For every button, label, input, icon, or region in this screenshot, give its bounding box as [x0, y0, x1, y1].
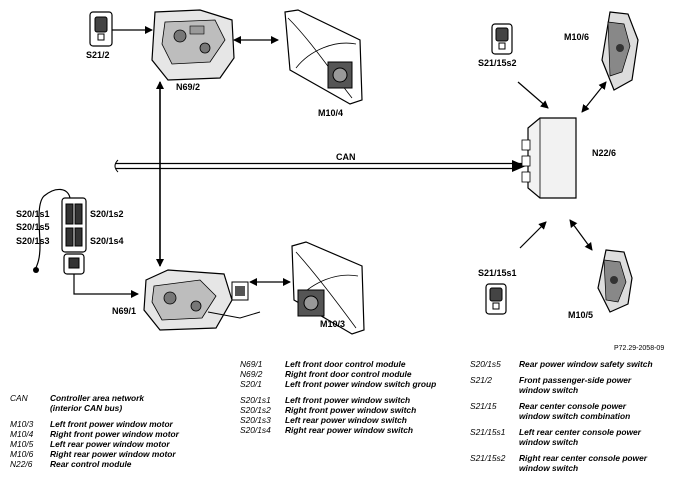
label-s20-1s3: S20/1s3	[16, 236, 50, 246]
legend-item: S21/15s1 Left rear center console power …	[470, 427, 675, 447]
m10-3-motor	[291, 241, 365, 335]
legend-column-2: N69/1 Left front door control module N69…	[240, 359, 465, 435]
legend-desc: Rear center console power window switch …	[519, 401, 631, 421]
legend-item: S21/15s2 Right rear center console power…	[470, 453, 675, 473]
s21-15s2-switch	[491, 23, 549, 109]
label-n69-2: N69/2	[176, 82, 200, 92]
n69-1-module	[143, 269, 291, 331]
s21-2-switch	[89, 11, 153, 47]
legend-desc: Right rear center console power window s…	[519, 453, 647, 473]
label-m10-3: M10/3	[320, 319, 345, 329]
legend-code: N69/1	[240, 359, 263, 369]
legend-desc: Right front door control module	[285, 369, 412, 379]
label-s21-2: S21/2	[86, 50, 110, 60]
label-s20-1s2: S20/1s2	[90, 209, 124, 219]
label-m10-6: M10/6	[564, 32, 589, 42]
legend-item: M10/4 Right front power window motor	[10, 429, 225, 439]
legend-code: N69/2	[240, 369, 263, 379]
s20-1-switch-group	[33, 188, 139, 298]
legend-desc: Left front power window switch group	[285, 379, 437, 389]
n69-2-module	[151, 9, 279, 81]
legend-code: S20/1s4	[240, 425, 271, 435]
legend-item: M10/3 Left front power window motor	[10, 419, 225, 429]
legend-desc: Right front power window motor	[50, 429, 179, 439]
legend-code: S20/1s5	[470, 359, 501, 369]
label-n69-1: N69/1	[112, 306, 136, 316]
legend-code: S20/1	[240, 379, 262, 389]
legend-code: S20/1s2	[240, 405, 271, 415]
legend-code: M10/4	[10, 429, 34, 439]
legend-code: S21/15s2	[470, 453, 506, 463]
legend-item: S20/1s4 Right rear power window switch	[240, 425, 465, 435]
legend-desc: Left front power window switch	[285, 395, 411, 405]
legend-desc: Left rear center console power window sw…	[519, 427, 641, 447]
label-s20-1s5: S20/1s5	[16, 222, 50, 232]
legend-code: N22/6	[10, 459, 33, 469]
label-m10-5: M10/5	[568, 310, 593, 320]
can-bus-line	[114, 159, 526, 173]
legend-item: S21/15 Rear center console power window …	[470, 401, 675, 421]
legend-item: N69/1 Left front door control module	[240, 359, 465, 369]
legend-desc: Left rear power window motor	[50, 439, 170, 449]
m10-4-motor	[284, 9, 363, 105]
legend-desc: Rear power window safety switch	[519, 359, 653, 369]
legend-desc: Rear control module	[50, 459, 132, 469]
legend-item: N22/6 Rear control module	[10, 459, 225, 469]
legend-item: S21/2 Front passenger-side power window …	[470, 375, 675, 395]
legend-code: S20/1s1	[240, 395, 271, 405]
legend-desc: Left front door control module	[285, 359, 406, 369]
label-s21-15s2: S21/15s2	[478, 58, 517, 68]
legend-item: M10/5 Left rear power window motor	[10, 439, 225, 449]
legend-desc: Left rear power window switch	[285, 415, 407, 425]
legend-code: M10/3	[10, 419, 34, 429]
label-n22-6: N22/6	[592, 148, 616, 158]
legend-item: CAN Controller area network (interior CA…	[10, 393, 225, 413]
legend-desc: Right rear power window switch	[285, 425, 413, 435]
label-s20-1s1: S20/1s1	[16, 209, 50, 219]
legend-desc: Right front power window switch	[285, 405, 417, 415]
label-s21-15s1: S21/15s1	[478, 268, 517, 278]
legend-item: S20/1 Left front power window switch gro…	[240, 379, 465, 389]
legend-code: M10/6	[10, 449, 34, 459]
legend-item: N69/2 Right front door control module	[240, 369, 465, 379]
legend-column-3: S20/1s5 Rear power window safety switch …	[470, 359, 675, 473]
legend-code: S21/15s1	[470, 427, 506, 437]
legend-code: M10/5	[10, 439, 34, 449]
legend-item: S20/1s5 Rear power window safety switch	[470, 359, 675, 369]
legend-desc: Controller area network (interior CAN bu…	[50, 393, 145, 413]
legend-desc: Front passenger-side power window switch	[519, 375, 632, 395]
legend-code: S21/15	[470, 401, 497, 411]
label-can: CAN	[336, 152, 356, 162]
legend-code: S20/1s3	[240, 415, 271, 425]
legend-desc: Left front power window motor	[50, 419, 173, 429]
legend-item: S20/1s2 Right front power window switch	[240, 405, 465, 415]
label-s20-1s4: S20/1s4	[90, 236, 124, 246]
legend-item: M10/6 Right rear power window motor	[10, 449, 225, 459]
legend-desc: Right rear power window motor	[50, 449, 176, 459]
wiring-diagram: S21/2 N69/2 M10/4 S21/15s2 M10/6 CAN N22…	[16, 9, 664, 352]
n22-6-module	[521, 117, 577, 199]
legend-code: CAN	[10, 393, 28, 403]
legend-item: S20/1s1 Left front power window switch	[240, 395, 465, 405]
m10-6-motor	[581, 11, 639, 113]
legend-code: S21/2	[470, 375, 492, 385]
legend-item: S20/1s3 Left rear power window switch	[240, 415, 465, 425]
reference-number: P72.29-2058-09	[614, 345, 664, 352]
m10-5-motor	[569, 219, 633, 313]
legend-column-1: CAN Controller area network (interior CA…	[10, 393, 225, 469]
s21-15s1-switch	[485, 221, 547, 315]
label-m10-4: M10/4	[318, 108, 343, 118]
